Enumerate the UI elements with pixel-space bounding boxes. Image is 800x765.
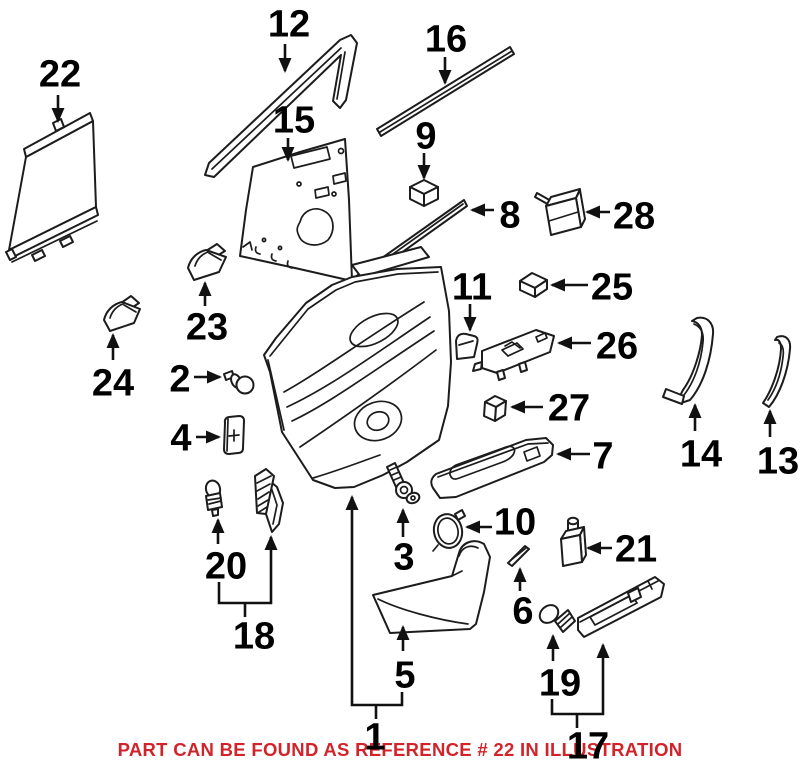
callout-number-12: 12: [268, 4, 310, 46]
callout-number-9: 9: [415, 116, 436, 158]
callout-number-19: 19: [539, 663, 581, 705]
part-23-corner-cover: [187, 243, 227, 281]
callout-number-24: 24: [92, 363, 134, 405]
callout-number-23: 23: [186, 307, 228, 349]
callout-number-11: 11: [452, 267, 492, 309]
callout-number-1: 1: [364, 717, 385, 759]
part-10-bezel-ring: [432, 509, 466, 552]
part-27-cap: [483, 395, 507, 422]
callout-number-22: 22: [39, 54, 81, 96]
callout-number-14: 14: [680, 434, 722, 476]
callout-number-5: 5: [394, 655, 415, 697]
part-17-courtesy-lamp: [577, 576, 665, 638]
callout-number-7: 7: [592, 436, 613, 478]
part-24-corner-cover: [103, 295, 141, 332]
callout-number-21: 21: [615, 529, 657, 571]
part-1-door-trim-panel: [263, 246, 452, 489]
callout-number-6: 6: [512, 591, 533, 633]
callout-number-28: 28: [613, 196, 655, 238]
part-15-panel-carrier: [239, 138, 353, 282]
callout-number-16: 16: [425, 19, 467, 61]
callout-number-15: 15: [273, 100, 315, 142]
part-28-switch: [534, 188, 586, 236]
callout-number-27: 27: [548, 388, 590, 430]
part-14-pillar-trim: [662, 316, 715, 405]
callout-number-13: 13: [757, 441, 799, 483]
part-2-fastener: [223, 370, 255, 395]
part-25-cap: [519, 272, 548, 298]
callout-number-17: 17: [567, 726, 609, 765]
callout-number-3: 3: [393, 537, 414, 579]
footer-note: PART CAN BE FOUND AS REFERENCE # 22 IN I…: [118, 739, 683, 760]
callout-number-4: 4: [170, 418, 191, 460]
callout-number-10: 10: [494, 502, 536, 544]
callout-number-26: 26: [596, 326, 638, 368]
part-21-bulb-socket: [560, 516, 587, 567]
callout-number-20: 20: [205, 546, 247, 588]
part-12-window-frame-molding: [204, 34, 358, 178]
callout-number-8: 8: [499, 195, 520, 237]
part-9-clip: [409, 179, 439, 207]
part-22-sunshade: [5, 112, 99, 263]
part-26-switch-bezel: [472, 329, 555, 381]
part-18-ribbed-switch: [254, 468, 284, 533]
part-11-cover-cap: [455, 332, 479, 360]
part-7-pull-handle: [430, 437, 554, 499]
part-3-screw: [386, 462, 421, 505]
part-20-bulb: [204, 479, 223, 517]
callout-number-18: 18: [233, 616, 275, 658]
parts-artwork: [5, 34, 792, 638]
part-16-belt-molding: [376, 46, 515, 137]
callout-number-25: 25: [591, 267, 633, 309]
part-19-bulb: [538, 604, 576, 633]
part-4-button: [223, 415, 245, 455]
part-13-trim-strip: [762, 335, 792, 408]
part-5-pocket-trim: [372, 540, 491, 634]
callout-number-2: 2: [169, 359, 190, 401]
part-6-clip: [507, 545, 530, 567]
